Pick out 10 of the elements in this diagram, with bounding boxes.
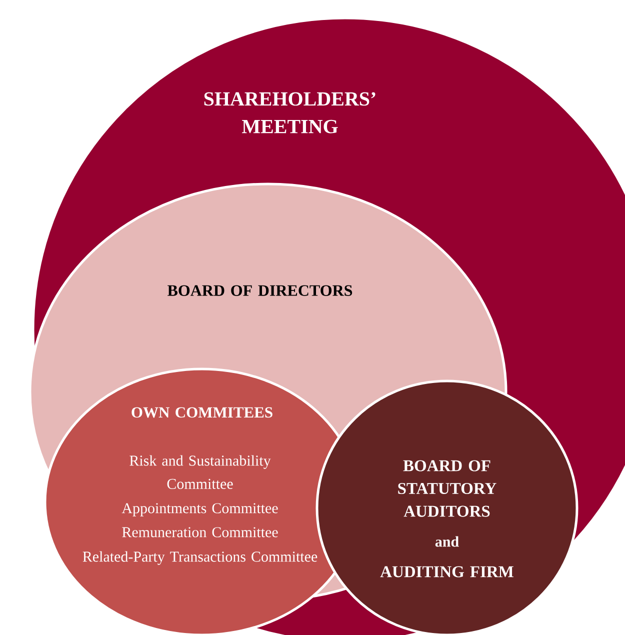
heading: SHAREHOLDERS’ MEETING (204, 92, 376, 134)
committee-name: Appointments Committee (122, 503, 278, 516)
committee-name: Related-Party Transactions Committee (82, 551, 318, 565)
heading: BOARD OF STATUTORY AUDITORS (398, 460, 496, 517)
heading: and (435, 536, 459, 547)
heading: BOARD OF DIRECTORS (168, 285, 352, 296)
heading: OWN COMMITEES (132, 407, 272, 418)
heading: AUDITING FIRM (380, 566, 514, 578)
committee-name: Remuneration Committee (122, 527, 278, 538)
committee-name: Risk and Sustainability Committee (130, 455, 271, 489)
